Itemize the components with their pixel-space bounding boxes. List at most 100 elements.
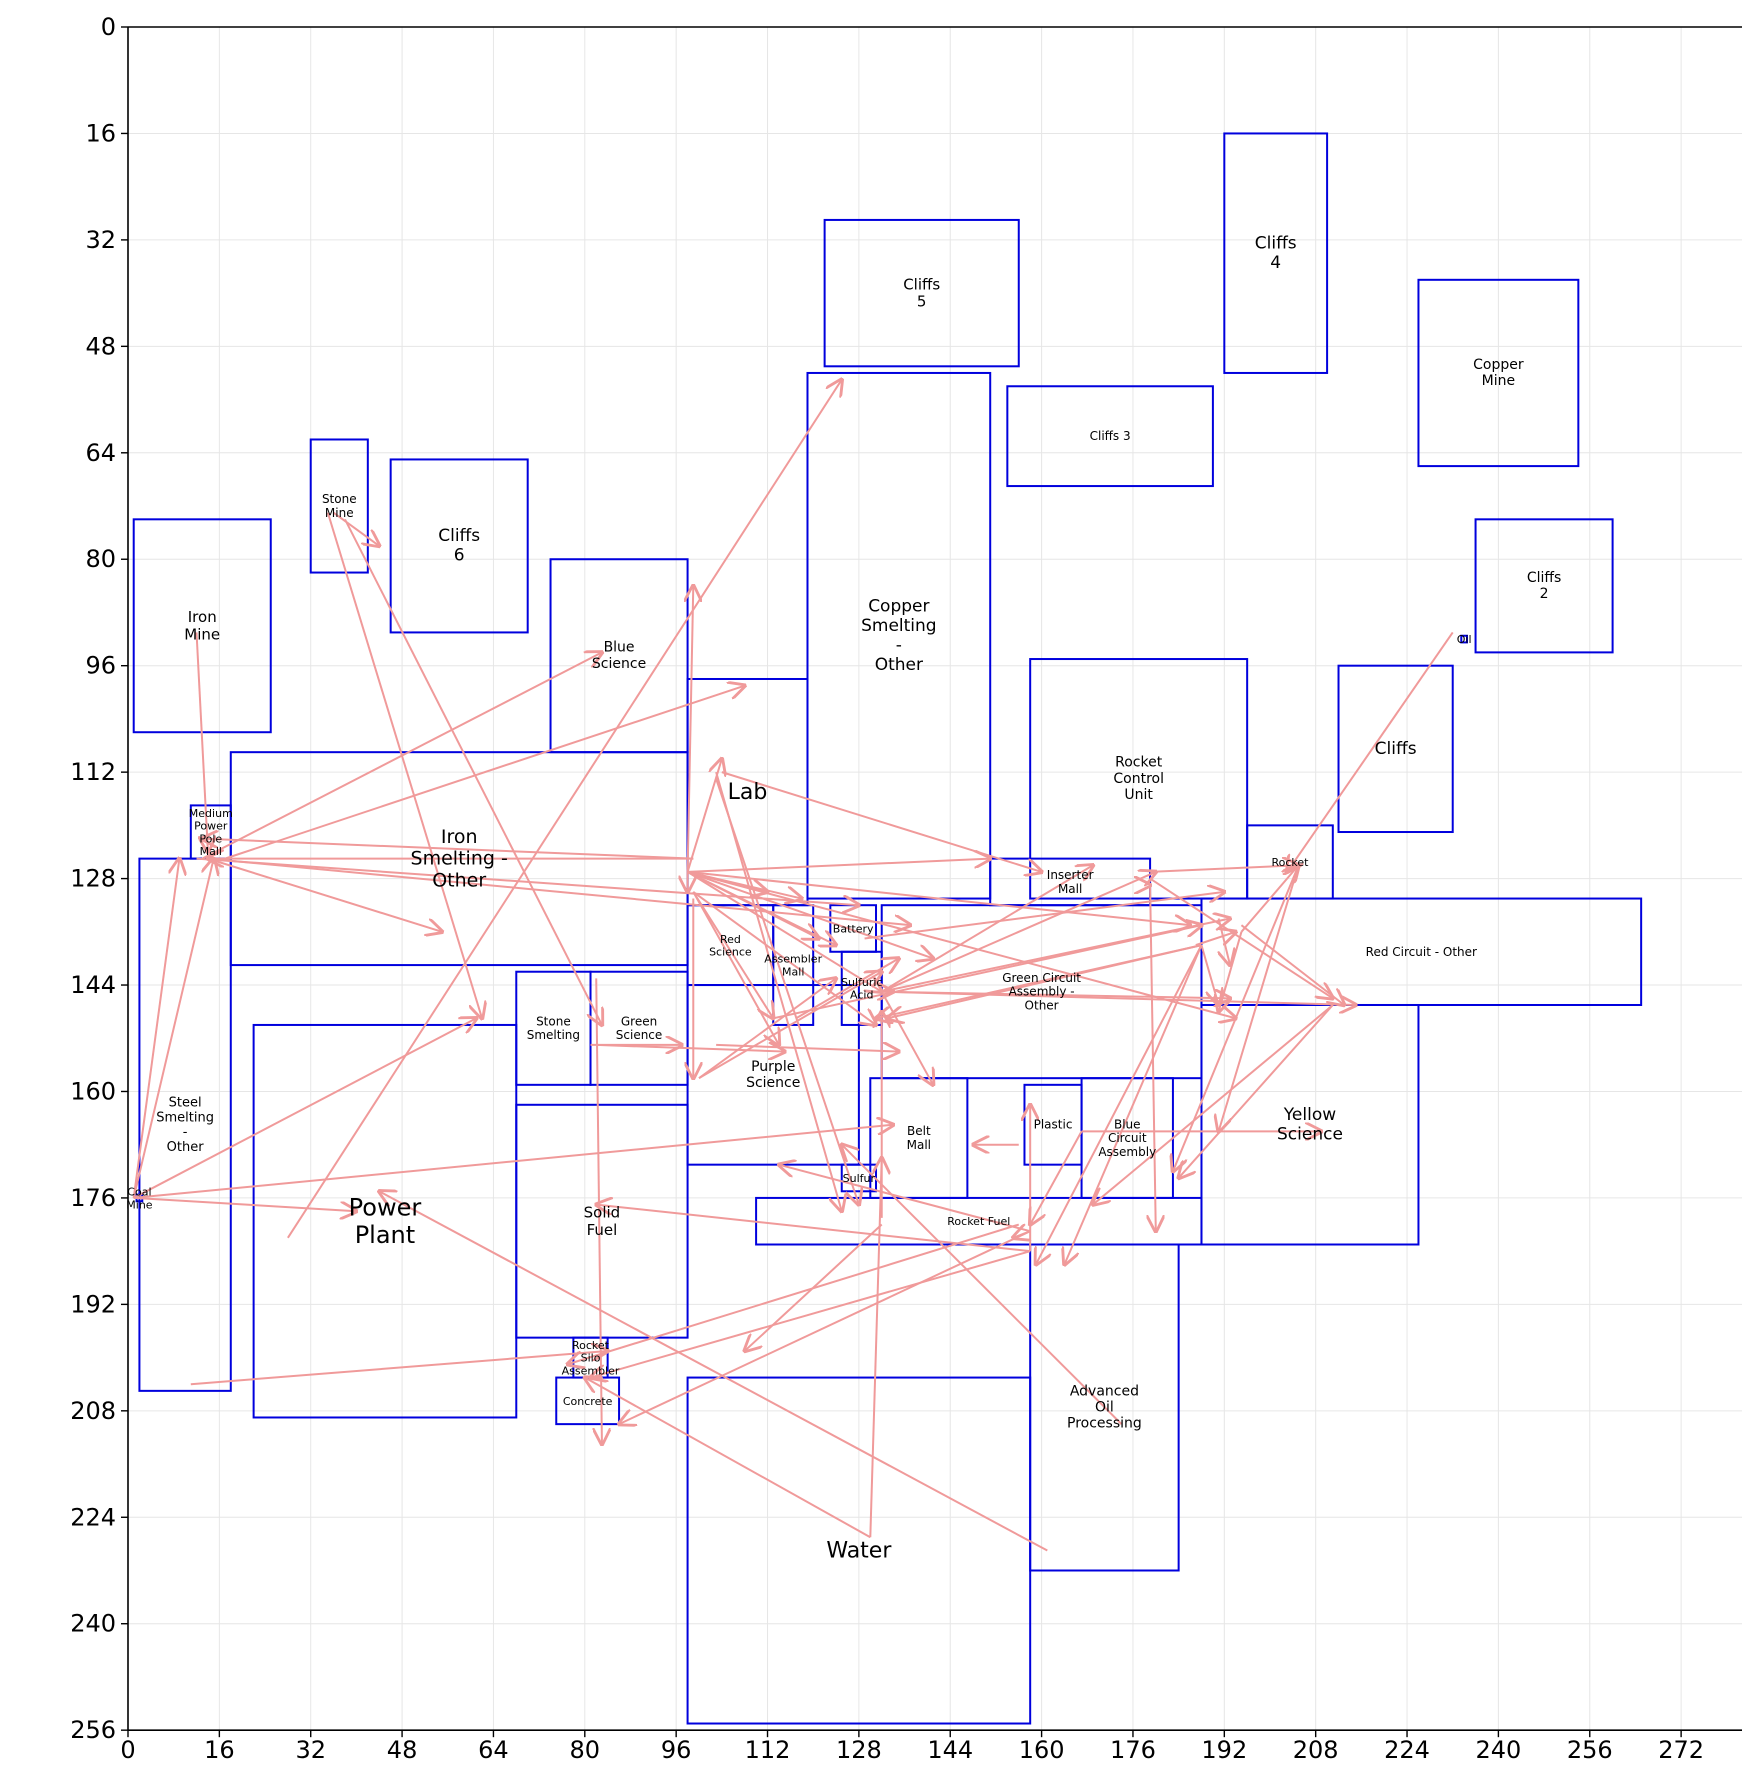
flow-arrow	[619, 1230, 1031, 1424]
flow-arrow	[202, 839, 694, 860]
flow-arrow	[591, 1250, 1031, 1377]
flow-arrow	[869, 1158, 881, 1538]
block-label-cliffs: Cliffs	[1375, 739, 1417, 759]
flow-arrow	[1240, 865, 1298, 933]
flow-arrow	[190, 1351, 608, 1386]
flow-arrow	[864, 892, 1225, 940]
x-tick-label: 96	[661, 1736, 692, 1764]
x-tick-label: 240	[1475, 1736, 1521, 1764]
flow-arrow	[686, 759, 722, 873]
flow-arrow	[585, 1378, 871, 1539]
y-tick-label: 176	[70, 1184, 116, 1212]
block-label-plastic: Plastic	[1034, 1118, 1073, 1132]
x-tick-label: 16	[204, 1736, 235, 1764]
x-tick-label: 272	[1658, 1736, 1704, 1764]
y-tick-label: 240	[70, 1610, 116, 1638]
y-tick-label: 256	[70, 1716, 116, 1744]
flow-arrow	[1093, 1004, 1334, 1205]
block-label-water: Water	[826, 1538, 892, 1563]
flow-arrow	[133, 1018, 477, 1199]
flow-arrow	[687, 870, 802, 899]
x-tick-label: 144	[927, 1736, 973, 1764]
flow-arrow	[881, 992, 1230, 999]
flow-arrow	[1179, 1004, 1334, 1178]
block-stone-mine	[309, 438, 369, 574]
flow-arrow	[881, 919, 1230, 993]
block-label-red-circuit-other: Red Circuit - Other	[1366, 945, 1477, 959]
flow-arrow	[133, 1196, 357, 1211]
flow-arrow	[1195, 932, 1236, 947]
flow-arrow	[779, 1165, 1031, 1233]
flow-arrow	[201, 652, 602, 860]
block-label-rocket-fuel: Rocket Fuel	[947, 1215, 1010, 1228]
flow-arrow	[224, 686, 745, 860]
flow-arrow	[1064, 944, 1203, 1264]
block-label-concrete: Concrete	[563, 1394, 613, 1407]
block-label-cliffs-3: Cliffs 3	[1090, 429, 1131, 443]
flow-arrow	[880, 991, 933, 1085]
flow-arrow	[1200, 944, 1218, 1005]
flow-arrow	[1219, 931, 1243, 1012]
x-tick-label: 224	[1384, 1736, 1430, 1764]
block-cliffs-6	[389, 458, 529, 634]
x-tick-label: 160	[1019, 1736, 1065, 1764]
x-tick-label: 176	[1110, 1736, 1156, 1764]
y-tick-label: 144	[70, 971, 116, 999]
flow-arrow	[1149, 877, 1333, 999]
block-label-battery: Battery	[833, 922, 874, 935]
block-yellow-science	[1200, 1003, 1420, 1246]
x-tick-label: 256	[1567, 1736, 1613, 1764]
y-tick-label: 208	[70, 1397, 116, 1425]
flow-arrow	[132, 859, 214, 1199]
block-copper-mine	[1417, 278, 1580, 468]
flow-arrow	[196, 857, 859, 906]
flow-arrow	[881, 872, 1156, 993]
y-tick-label: 48	[85, 332, 116, 360]
y-tick-label: 0	[101, 13, 116, 41]
x-tick-label: 208	[1293, 1736, 1339, 1764]
flow-arrow	[795, 958, 899, 1020]
flow-arrow	[687, 871, 882, 992]
y-tick-label: 80	[85, 545, 116, 573]
flow-arrow	[698, 972, 882, 1080]
flow-arrow	[773, 925, 1201, 1020]
flow-arrow	[688, 586, 694, 872]
flow-arrow	[596, 1045, 784, 1052]
flow-arrow	[1240, 924, 1344, 1005]
block-assembler-mall	[772, 904, 815, 1026]
flow-arrow	[207, 857, 910, 926]
flow-arrow	[692, 891, 773, 1018]
x-tick-label: 48	[387, 1736, 418, 1764]
flow-arrow	[1219, 864, 1300, 1131]
flow-arrow	[687, 859, 991, 873]
flow-arrow	[715, 778, 859, 1205]
flow-arrow	[698, 978, 836, 1079]
y-tick-label: 112	[70, 758, 116, 786]
block-cliffs-2	[1474, 518, 1614, 654]
block-copper-smelting-other	[806, 371, 992, 900]
x-tick-label: 64	[478, 1736, 509, 1764]
x-tick-label: 80	[570, 1736, 601, 1764]
flow-arrow	[881, 865, 1093, 993]
block-cliffs-3	[1006, 385, 1214, 488]
flow-arrow	[1036, 944, 1203, 1264]
